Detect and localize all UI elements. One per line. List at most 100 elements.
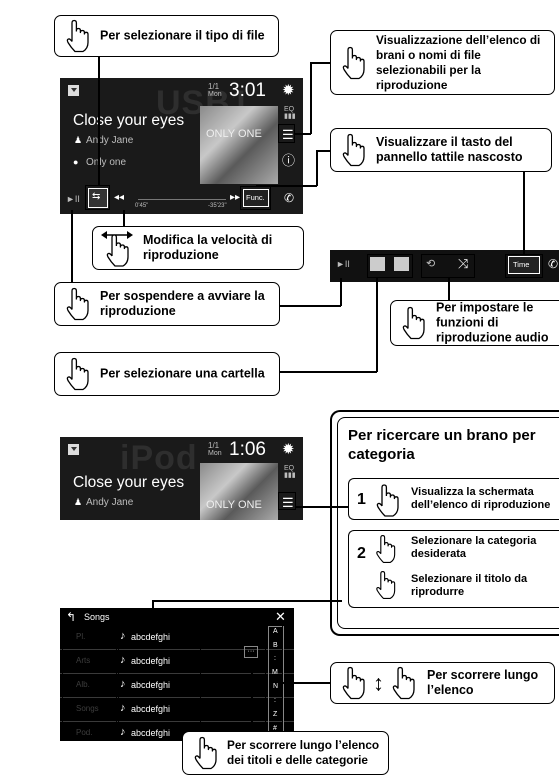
day: Mon xyxy=(208,91,222,98)
back-arrow-icon[interactable]: ↰ xyxy=(66,610,77,624)
alpha-letter: : xyxy=(274,697,276,704)
source-menu-icon[interactable] xyxy=(68,85,79,96)
drag-hand-icon xyxy=(99,229,135,267)
songs-header: Songs xyxy=(84,612,110,622)
song-title: abcdefghi xyxy=(131,728,171,738)
step-number: 2 xyxy=(357,545,366,562)
category-label[interactable]: Songs xyxy=(76,704,99,713)
step-1: 1 Visualizza la schermata dell’elenco di… xyxy=(348,478,559,520)
callout-audio-func-text: Per impostare le funzioni di riproduzion… xyxy=(436,300,549,345)
callout-audio-func: Per impostare le funzioni di riproduzion… xyxy=(390,300,559,346)
track-title: Close your eyes xyxy=(73,474,185,491)
song-title: abcdefghi xyxy=(131,632,171,642)
clock: 1:06 xyxy=(229,439,266,460)
play-pause-icon[interactable]: ►II xyxy=(66,194,80,204)
alpha-letter[interactable]: Z xyxy=(273,711,278,718)
shuffle-icon[interactable]: ⤨ xyxy=(458,256,469,271)
info-icon[interactable]: ⓘ xyxy=(282,153,296,168)
hand-icon xyxy=(63,286,93,323)
song-title: abcdefghi xyxy=(131,656,171,666)
note-icon: ♪ xyxy=(120,630,126,642)
list-item[interactable]: Pl. ♪ abcdefghi xyxy=(60,625,294,650)
connector xyxy=(295,133,311,135)
phone-icon[interactable]: ✆ xyxy=(284,191,295,205)
list-highlight xyxy=(116,624,201,741)
hand-icon xyxy=(339,665,369,702)
list-icon[interactable]: ☰ xyxy=(282,495,294,510)
hand-icon xyxy=(373,569,399,606)
connector xyxy=(523,172,525,254)
song-title: abcdefghi xyxy=(131,680,171,690)
category-label[interactable]: Pod. xyxy=(76,728,93,737)
folder-next-icon[interactable] xyxy=(394,257,409,271)
alphabet-highlight xyxy=(265,624,283,741)
list-item[interactable]: Arts ♪ abcdefghi xyxy=(60,649,294,674)
callout-pause-play: Per sospendere a avviare la riproduzione xyxy=(54,282,280,326)
album-art-text: ONLY ONE xyxy=(206,128,262,140)
callout-hidden-key: Visualizzare il tasto del pannello tatti… xyxy=(330,128,552,172)
source-menu-icon[interactable] xyxy=(68,444,79,455)
elapsed-time: 0'45" xyxy=(135,203,149,209)
bar-phone-icon[interactable]: ✆ xyxy=(548,257,559,271)
category-label[interactable]: Alb. xyxy=(76,680,90,689)
callout-scroll-list-text: Per scorrere lungo l’elenco xyxy=(427,668,539,697)
alpha-letter[interactable]: N xyxy=(273,683,279,690)
list-highlight xyxy=(278,492,296,510)
list-icon[interactable]: ☰ xyxy=(282,127,294,142)
alpha-letter[interactable]: # xyxy=(273,725,277,732)
connector xyxy=(376,278,378,372)
file-type-icon: ⇆ xyxy=(92,191,101,202)
list-highlight xyxy=(278,124,295,143)
folder-buttons[interactable] xyxy=(370,257,410,274)
artist-icon: ♟ xyxy=(74,497,83,507)
album-name: Only one xyxy=(86,157,127,168)
search-category-box: Per ricercare un brano per categoria 1 V… xyxy=(330,410,559,636)
func-button[interactable]: Func. xyxy=(243,189,269,207)
folder-highlight xyxy=(367,254,413,278)
hand-icon xyxy=(339,44,369,81)
next-track-icon[interactable]: ▸▸ xyxy=(230,192,241,203)
alpha-letter[interactable]: M xyxy=(272,669,278,676)
hand-icon xyxy=(373,533,399,570)
time-label: Time xyxy=(513,260,530,269)
list-item[interactable]: Alb. ♪ abcdefghi xyxy=(60,673,294,698)
callout-folder: Per selezionare una cartella xyxy=(54,352,280,396)
audio-func-highlight xyxy=(421,254,475,278)
category-label[interactable]: Pl. xyxy=(76,632,86,641)
close-icon[interactable]: ✕ xyxy=(275,609,286,624)
remaining-time: -35'23" xyxy=(208,203,227,209)
connector xyxy=(283,682,330,684)
hand-icon xyxy=(63,356,93,393)
progress-bar[interactable] xyxy=(138,199,226,200)
callout-hidden-key-text: Visualizzare il tasto del pannello tatti… xyxy=(376,135,523,164)
callout-scroll-titles: Per scorrere lungo l’elenco dei titoli e… xyxy=(182,731,389,775)
alpha-letter[interactable]: B xyxy=(273,642,278,649)
list-item[interactable]: Pod. ♪ abcdefghi xyxy=(60,721,294,741)
more-button[interactable]: ··· xyxy=(244,646,258,658)
file-type-button[interactable]: ⇆ xyxy=(88,188,108,208)
folder-prev-icon[interactable] xyxy=(370,257,385,271)
hand-icon xyxy=(373,482,403,524)
connector xyxy=(256,185,317,187)
clock: 3:01 xyxy=(229,80,266,101)
bar-play-pause-icon[interactable]: ►II xyxy=(336,259,350,269)
settings-gear-icon[interactable]: ✹ xyxy=(282,82,295,99)
settings-gear-icon[interactable]: ✹ xyxy=(282,441,295,458)
repeat-icon[interactable]: ⟲ xyxy=(426,258,436,270)
connector xyxy=(316,150,318,186)
song-title: abcdefghi xyxy=(131,704,171,714)
callout-scroll-list: ↕ Per scorrere lungo l’elenco xyxy=(330,662,555,704)
time-button[interactable]: Time xyxy=(508,256,540,274)
callout-list-view-text: Visualizzazione dell’elenco di brani o n… xyxy=(376,32,541,92)
prev-track-icon[interactable]: ◂◂ xyxy=(114,192,125,203)
connector xyxy=(251,670,253,732)
category-label[interactable]: Arts xyxy=(76,656,91,665)
artist-icon: ♟ xyxy=(74,135,83,145)
connector xyxy=(310,62,312,134)
alpha-letter[interactable]: A xyxy=(273,628,278,635)
list-item[interactable]: Songs ♪ abcdefghi xyxy=(60,697,294,722)
search-category-title: Per ricercare un brano per categoria xyxy=(348,427,536,463)
usb-screen: USB1 1/1 Mon 3:01 ✹ EQ▮▮▮ Close your eye… xyxy=(60,78,303,214)
connector xyxy=(152,600,154,624)
func-label: Func. xyxy=(246,193,265,202)
